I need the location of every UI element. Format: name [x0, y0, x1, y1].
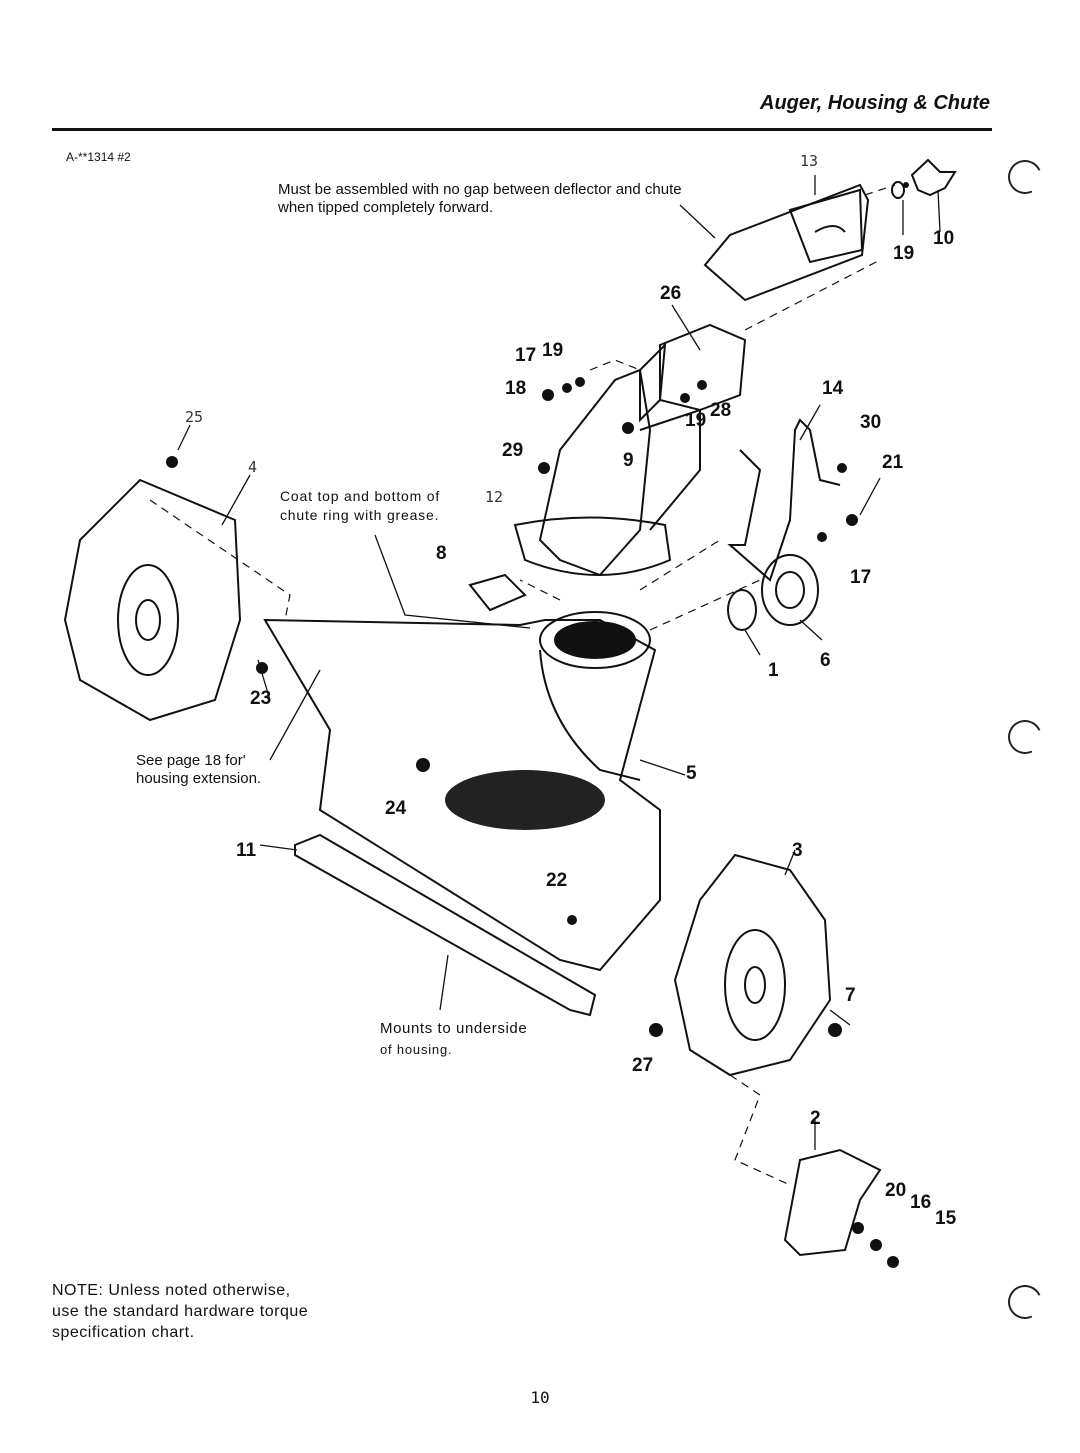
bearing-part: [727, 589, 757, 631]
spring-part: [727, 418, 841, 582]
callout-27: 27: [632, 1055, 654, 1076]
callout-19: 19: [893, 243, 915, 264]
callout-3: 3: [792, 840, 803, 861]
skid-shoe-part: [783, 1148, 882, 1257]
chute-lower-part: [538, 368, 652, 577]
callout-17: 17: [515, 345, 537, 366]
header-rule: [52, 128, 992, 131]
callout-16: 16: [910, 1192, 932, 1213]
chute-ring-part: [513, 516, 672, 576]
callout-19: 19: [685, 410, 707, 431]
bearing-flange-part: [761, 554, 819, 626]
torque-note-line1: NOTE: Unless noted otherwise,: [52, 1282, 291, 1299]
torque-note-line2: use the standard hardware torque: [52, 1303, 309, 1320]
callout-11: 11: [236, 840, 257, 861]
callout-2: 2: [810, 1108, 821, 1129]
deflector-note-line1: Must be assembled with no gap between de…: [278, 181, 682, 198]
callout-28: 28: [710, 400, 732, 421]
callout-4: 4: [248, 458, 258, 476]
extension-note-line2: housing extension.: [136, 770, 262, 787]
chute-upper-part: [659, 323, 747, 412]
callout-7: 7: [845, 985, 856, 1006]
housing-part: [263, 618, 661, 972]
callout-19: 19: [542, 340, 564, 361]
deflector-note-line2: when tipped completely forward.: [278, 199, 494, 216]
document-code: A-**1314 #2: [66, 150, 131, 164]
callout-15: 15: [935, 1208, 957, 1229]
callout-24: 24: [385, 798, 407, 819]
mounts-note-line2: of housing.: [380, 1042, 453, 1057]
callout-29: 29: [502, 440, 524, 461]
callout-8: 8: [436, 543, 447, 564]
callout-1: 1: [768, 660, 779, 681]
torque-note: NOTE: Unless noted otherwise, use the st…: [52, 1280, 308, 1343]
page-title: Auger, Housing & Chute: [760, 92, 990, 114]
callout-22: 22: [546, 870, 568, 891]
torque-note-line3: specification chart.: [52, 1324, 195, 1341]
callout-10: 10: [933, 228, 955, 249]
callout-14: 14: [822, 378, 844, 399]
knob-part: [910, 158, 957, 197]
right-side-plate-part: [673, 853, 832, 1077]
page-number: 10: [530, 1388, 550, 1407]
left-side-plate-part: [63, 478, 242, 722]
grease-note-line1: Coat top and bottom of: [280, 488, 441, 504]
callout-5: 5: [686, 763, 697, 784]
callout-21: 21: [882, 452, 904, 473]
mounts-note-line1: Mounts to underside: [380, 1020, 528, 1037]
callout-6: 6: [820, 650, 831, 671]
deflector-part: [703, 183, 870, 302]
callout-9: 9: [623, 450, 634, 471]
key-part: [468, 573, 527, 612]
callout-23: 23: [250, 688, 272, 709]
callout-30: 30: [860, 412, 882, 433]
grease-note-line2: chute ring with grease.: [280, 507, 440, 523]
callout-20: 20: [885, 1180, 907, 1201]
extension-note-line1: See page 18 for': [136, 752, 246, 769]
callout-17: 17: [850, 567, 872, 588]
callout-12: 12: [485, 488, 504, 506]
scraper-bar-part: [294, 833, 597, 1017]
callout-25: 25: [185, 408, 204, 426]
callout-13: 13: [800, 152, 819, 170]
callout-26: 26: [660, 283, 682, 304]
callout-18: 18: [505, 378, 527, 399]
